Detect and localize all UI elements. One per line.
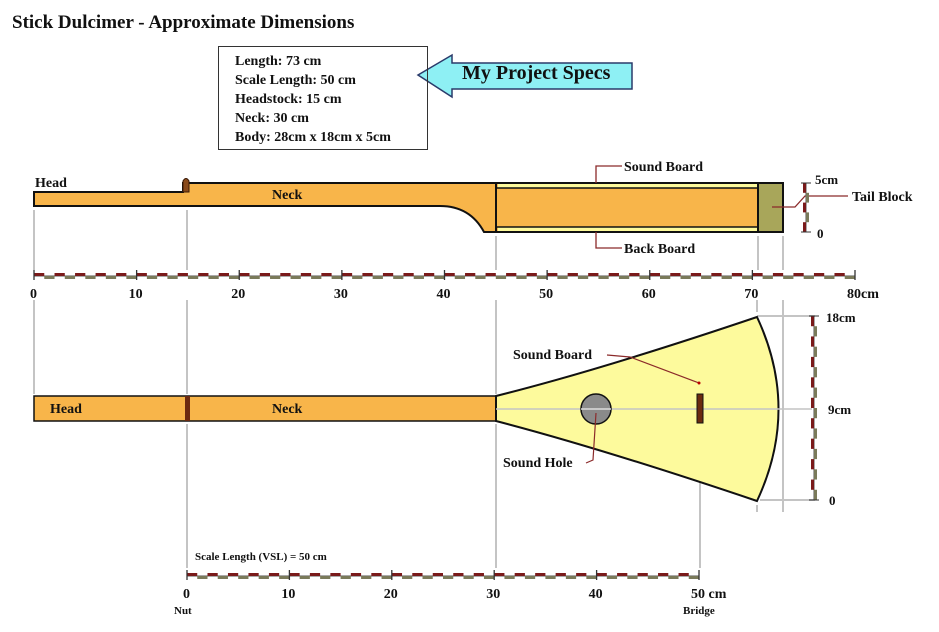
label-neck-side: Neck [272,188,303,203]
label-neck-top: Neck [272,402,303,417]
spec-body: Body: 28cm x 18cm x 5cm [235,130,391,145]
label-sound-board-top: Sound Board [513,348,592,363]
ruler-tick-label: 70 [744,287,758,302]
width-bottom-label: 0 [829,493,836,508]
total-length-ruler: 0 10 20 30 40 50 60 70 80cm [30,270,879,302]
spec-scale-length: Scale Length: 50 cm [235,73,356,88]
ruler-tick-label: 30 [486,587,500,602]
ruler-tick-label: 50 cm [691,587,727,602]
nut-top [185,396,190,421]
callout-arrow [416,53,633,99]
label-back-board: Back Board [624,242,695,257]
label-head-side: Head [35,176,67,191]
width-scale [809,315,819,501]
label-sound-board-side: Sound Board [624,160,703,175]
top-view: Head Neck Sound Board Sound Hole 18cm 9c… [33,310,856,508]
ruler-tick-label: 40 [437,287,451,302]
neck-side-shape [33,182,497,233]
ruler-tick-label: 50 [539,287,553,302]
sound-board-strip [498,184,782,188]
body-side [495,182,784,233]
scale-length-ruler: 0 10 20 30 40 50 cm [183,570,727,602]
bridge-label: Bridge [683,605,715,617]
ruler-tick-label: 10 [281,587,295,602]
label-sound-hole: Sound Hole [503,456,573,471]
ruler-tick-label: 30 [334,287,348,302]
spec-length: Length: 73 cm [235,54,322,69]
nut-label: Nut [174,605,192,617]
ruler-tick-label: 20 [231,287,245,302]
callout-label: My Project Specs [462,62,611,84]
nut-side [182,178,190,193]
label-head-top: Head [50,402,82,417]
scale-length-caption: Scale Length (VSL) = 50 cm [195,551,327,563]
page-title: Stick Dulcimer - Approximate Dimensions [12,12,355,33]
spec-neck: Neck: 30 cm [235,111,309,126]
height-bottom-label: 0 [817,226,824,241]
width-mid-label: 9cm [828,402,851,417]
ruler-tick-label: 0 [30,287,37,302]
ruler-tick-label: 0 [183,587,190,602]
label-tail-block: Tail Block [852,190,913,205]
bridge [696,393,704,424]
height-scale [801,182,811,233]
neck-top [33,395,497,422]
ruler-tick-label: 10 [129,287,143,302]
ruler-tick-label: 60 [642,287,656,302]
width-top-label: 18cm [826,310,856,325]
side-view: Head Neck Sound Board Back Board Tail Bl… [33,160,913,257]
back-board-strip [498,227,782,231]
ruler-tick-label: 40 [589,587,603,602]
specs-box: Length: 73 cm Scale Length: 50 cm Headst… [218,46,428,150]
height-top-label: 5cm [815,172,838,187]
ruler-tick-label: 80cm [847,287,879,302]
spec-headstock: Headstock: 15 cm [235,92,342,107]
ruler-tick-label: 20 [384,587,398,602]
